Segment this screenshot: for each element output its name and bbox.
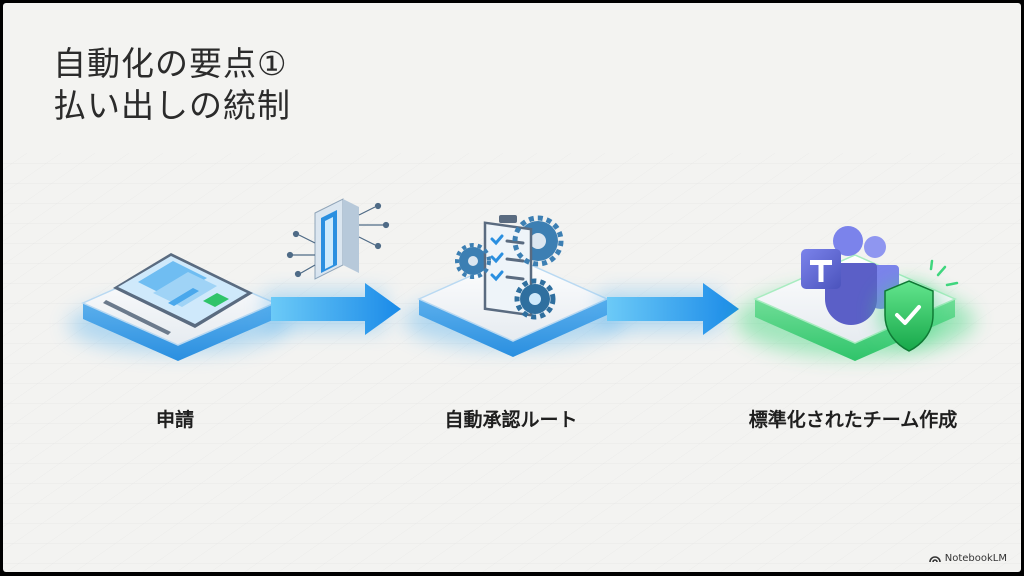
page-title: 自動化の要点① 払い出しの統制: [53, 43, 291, 127]
notebooklm-logo-icon: [929, 554, 941, 563]
step-label-team-creation: 標準化されたチーム作成: [703, 405, 1003, 432]
slide: 自動化の要点① 払い出しの統制 申請 自動承認ルート 標準化されたチーム作成 N…: [3, 3, 1021, 572]
brand-watermark: NotebookLM: [929, 553, 1007, 564]
step-label-approval: 自動承認ルート: [361, 405, 661, 432]
title-line-2: 払い出しの統制: [53, 86, 291, 125]
title-line-1: 自動化の要点①: [53, 44, 288, 83]
brand-name: NotebookLM: [945, 553, 1007, 564]
step-label-request: 申請: [25, 405, 325, 432]
